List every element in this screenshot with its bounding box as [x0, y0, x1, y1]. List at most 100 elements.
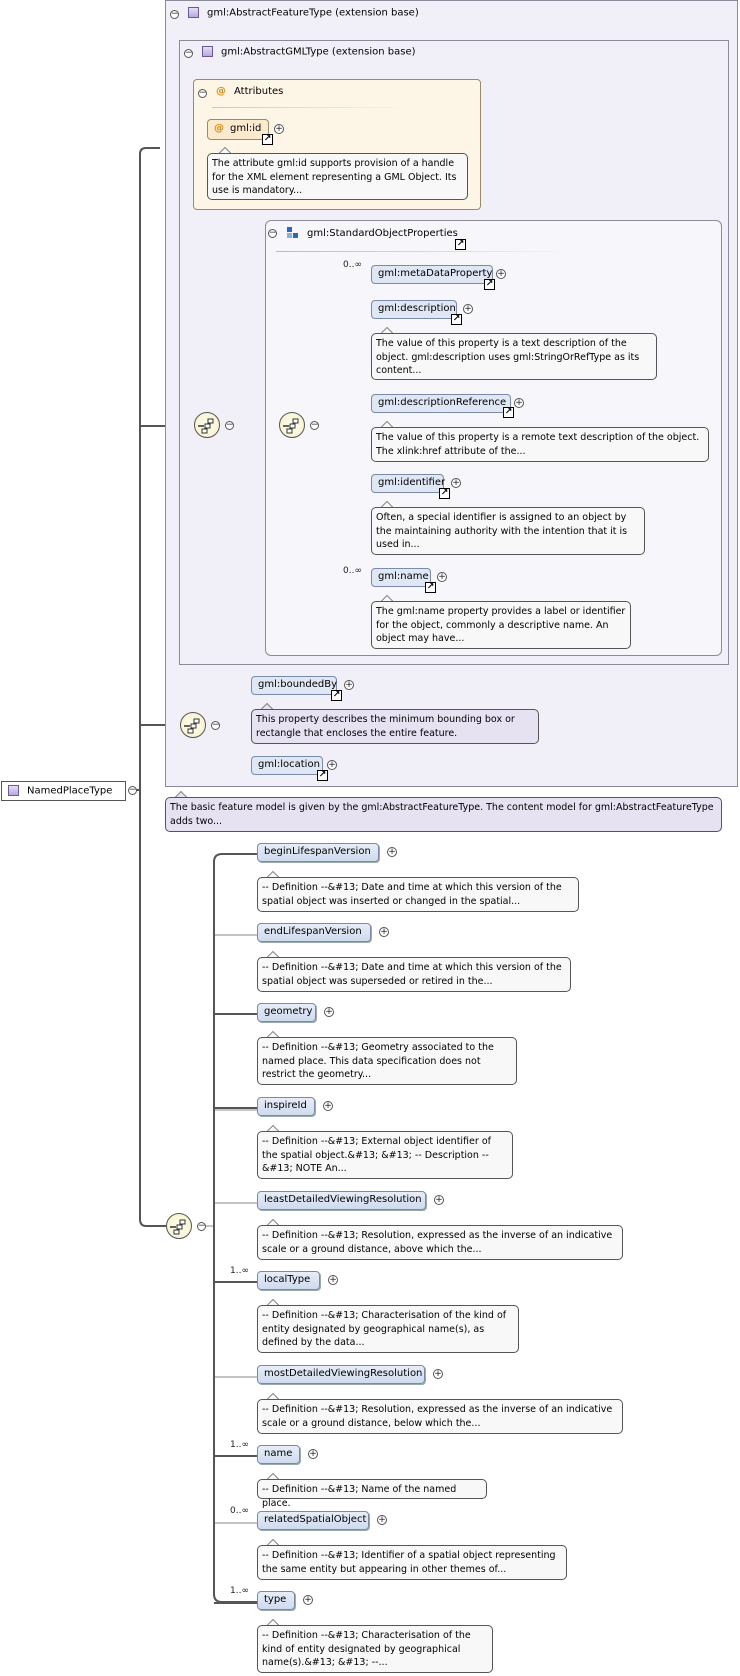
description-reference-doc: The value of this property is a remote t…: [371, 427, 709, 462]
doc-pointer: [380, 595, 394, 602]
inspireid-doc: -- Definition --&#13; External object id…: [257, 1131, 513, 1179]
std-props-title: gml:StandardObjectProperties: [307, 228, 458, 239]
cardinality: 0..∞: [343, 566, 362, 576]
element-location[interactable]: gml:location: [251, 756, 323, 775]
description-doc: The value of this property is a text des…: [371, 333, 657, 380]
reference-arrow-icon[interactable]: ↗: [439, 488, 450, 499]
sequence-collapse-icon[interactable]: −: [197, 1221, 206, 1231]
element-boundedby[interactable]: gml:boundedBy: [251, 676, 337, 695]
expand-icon[interactable]: +: [274, 124, 284, 134]
gml-id-doc: The attribute gml:id supports provision …: [207, 153, 468, 200]
element-localtype[interactable]: localType: [257, 1271, 320, 1290]
cardinality: 1..∞: [230, 1266, 249, 1276]
element-descriptionreference[interactable]: gml:descriptionReference: [371, 394, 511, 413]
reference-arrow-icon[interactable]: ↗: [484, 279, 495, 290]
cardinality: 1..∞: [230, 1586, 249, 1596]
attributes-title: Attributes: [234, 86, 284, 97]
group-icon: [287, 227, 299, 239]
name-doc: The gml:name property provides a label o…: [371, 601, 631, 649]
element-mostdetailedviewingresolution[interactable]: mostDetailedViewingResolution: [257, 1365, 425, 1384]
element-description[interactable]: gml:description: [371, 300, 457, 319]
root-collapse-icon[interactable]: −: [128, 785, 137, 795]
sequence-glyph: [170, 1219, 186, 1235]
element-identifier[interactable]: gml:identifier: [371, 474, 445, 493]
reference-arrow-icon[interactable]: ↗: [317, 770, 328, 781]
feature-type-doc: The basic feature model is given by the …: [165, 797, 722, 832]
geometry-doc: -- Definition --&#13; Geometry associate…: [257, 1037, 517, 1085]
expand-icon[interactable]: +: [387, 847, 397, 857]
localtype-doc: -- Definition --&#13; Characterisation o…: [257, 1305, 519, 1353]
complex-type-icon: [202, 46, 213, 57]
reference-arrow-icon[interactable]: ↗: [451, 314, 462, 325]
doc-pointer: [266, 871, 280, 878]
doc-pointer: [380, 327, 394, 334]
doc-pointer: [380, 501, 394, 508]
expand-icon[interactable]: +: [308, 1449, 318, 1459]
element-name[interactable]: gml:name: [371, 568, 431, 587]
sequence-glyph: [184, 718, 200, 734]
gml-type-header: gml:AbstractGMLType (extension base): [202, 46, 416, 58]
attributes-divider: [212, 107, 412, 108]
beginlifespanversion-doc: -- Definition --&#13; Date and time at w…: [257, 877, 579, 912]
reference-arrow-icon[interactable]: ↗: [262, 134, 273, 145]
std-props-header: gml:StandardObjectProperties: [287, 227, 458, 239]
root-label: NamedPlaceType: [27, 785, 113, 797]
element-metadataproperty[interactable]: gml:metaDataProperty: [371, 265, 493, 284]
element-beginlifespanversion[interactable]: beginLifespanVersion: [257, 843, 379, 862]
expand-icon[interactable]: +: [328, 1275, 338, 1285]
expand-icon[interactable]: +: [434, 1195, 444, 1205]
expand-icon[interactable]: +: [514, 398, 524, 408]
element-name[interactable]: name: [257, 1445, 300, 1464]
reference-arrow-icon[interactable]: ↗: [503, 407, 514, 418]
reference-arrow-icon[interactable]: ↗: [331, 690, 342, 701]
element-relatedspatialobject[interactable]: relatedSpatialObject: [257, 1511, 369, 1530]
name-doc: -- Definition --&#13; Name of the named …: [257, 1479, 487, 1509]
sequence-compositor-icon[interactable]: [194, 412, 220, 438]
feature-type-header: gml:AbstractFeatureType (extension base): [188, 7, 419, 19]
attributes-collapse-icon[interactable]: −: [198, 88, 207, 98]
root-element[interactable]: NamedPlaceType: [1, 781, 126, 801]
expand-icon[interactable]: +: [324, 1007, 334, 1017]
expand-icon[interactable]: +: [327, 760, 337, 770]
sequence-glyph: [283, 418, 299, 434]
element-inspireid[interactable]: inspireId: [257, 1097, 315, 1116]
expand-icon[interactable]: +: [463, 304, 473, 314]
gml-type-label: gml:AbstractGMLType (extension base): [221, 46, 416, 58]
sequence-compositor-icon[interactable]: [166, 1213, 192, 1239]
element-endlifespanversion[interactable]: endLifespanVersion: [257, 923, 371, 942]
attributes-header: @ Attributes: [216, 86, 283, 97]
expand-icon[interactable]: +: [496, 269, 506, 279]
std-props-collapse-icon[interactable]: −: [268, 228, 277, 238]
element-geometry[interactable]: geometry: [257, 1003, 316, 1022]
expand-icon[interactable]: +: [323, 1101, 333, 1111]
feature-type-collapse-icon[interactable]: −: [170, 9, 179, 19]
expand-icon[interactable]: +: [451, 478, 461, 488]
element-leastdetailedviewingresolution[interactable]: leastDetailedViewingResolution: [257, 1191, 426, 1210]
identifier-doc: Often, a special identifier is assigned …: [371, 507, 645, 555]
std-props-divider: [276, 251, 576, 252]
sequence-compositor-icon[interactable]: [279, 412, 305, 438]
expand-icon[interactable]: +: [344, 680, 354, 690]
expand-icon[interactable]: +: [379, 927, 389, 937]
reference-arrow-icon[interactable]: ↗: [425, 582, 436, 593]
type-doc: -- Definition --&#13; Characterisation o…: [257, 1625, 493, 1673]
expand-icon[interactable]: +: [433, 1369, 443, 1379]
sequence-glyph: [198, 418, 214, 434]
doc-pointer: [218, 147, 232, 154]
gml-type-collapse-icon[interactable]: −: [184, 48, 193, 58]
expand-icon[interactable]: +: [437, 572, 447, 582]
reference-arrow-icon[interactable]: ↗: [455, 239, 466, 250]
element-type[interactable]: type: [257, 1591, 295, 1610]
doc-pointer: [266, 1219, 280, 1226]
sequence-compositor-icon[interactable]: [180, 712, 206, 738]
attribute-icon: @: [216, 86, 226, 97]
sequence-collapse-icon[interactable]: −: [310, 420, 319, 430]
expand-icon[interactable]: +: [303, 1595, 313, 1605]
sequence-collapse-icon[interactable]: −: [211, 720, 220, 730]
expand-icon[interactable]: +: [377, 1515, 387, 1525]
mostdetailedviewingresolution-doc: -- Definition --&#13; Resolution, expres…: [257, 1399, 623, 1434]
gml-id-attribute[interactable]: @gml:id: [207, 119, 269, 140]
gml-id-label: gml:id: [230, 123, 262, 134]
sequence-collapse-icon[interactable]: −: [225, 420, 234, 430]
doc-pointer: [266, 1539, 280, 1546]
